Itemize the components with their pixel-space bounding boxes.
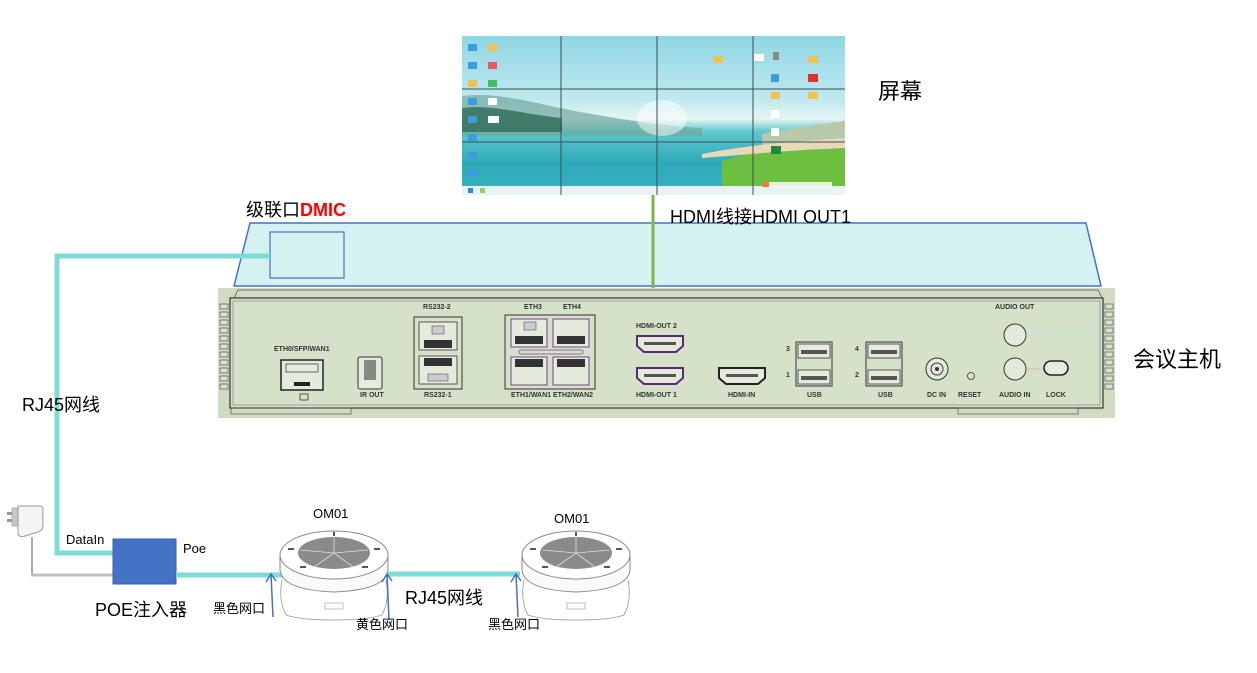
om01-mic-1 (279, 530, 389, 621)
cascade-dmic: DMIC (300, 200, 346, 220)
eth2-label: ETH2/WAN2 (553, 392, 594, 399)
eth3-label: ETH3 (524, 304, 542, 311)
rs232-1-label: RS232-1 (424, 392, 452, 399)
poe-injector-box (112, 538, 177, 585)
host-front-panel (219, 289, 1114, 415)
datain-label: DataIn (66, 532, 105, 547)
power-adapter-icon (7, 505, 44, 574)
rs232-ports (413, 316, 463, 390)
eth1-label: ETH1/WAN1 (511, 392, 552, 399)
reset-label: RESET (958, 392, 982, 399)
rs232-2-label: RS232-2 (423, 304, 451, 311)
arrow-yellow-port (381, 572, 393, 621)
eth0-sfp-port (280, 359, 324, 401)
usb4-label: 4 (855, 346, 859, 353)
rj45-left-label: RJ45网线 (22, 395, 101, 415)
om01-label-2: OM01 (554, 511, 590, 526)
hdmi-in-port (718, 367, 766, 385)
usb-ports-1-3 (795, 341, 833, 387)
black-port-label-2: 黑色网口 (488, 617, 541, 632)
audio-in-label: AUDIO IN (999, 392, 1031, 399)
eth4-label: ETH4 (563, 304, 581, 311)
poe-injector-label: POE注入器 (95, 600, 188, 620)
eth0-label: ETH0/SFP/WAN1 (274, 346, 330, 353)
hdmi-out1-port (636, 367, 684, 385)
poe-label: Poe (183, 541, 207, 556)
hdmi-out2-port (636, 335, 684, 353)
om01-mic-2 (521, 530, 631, 621)
rj45-cable-left (54, 253, 270, 556)
cascade-prefix: 级联口 (246, 200, 300, 220)
arrow-black-port-1 (265, 572, 277, 618)
om01-label-1: OM01 (313, 506, 349, 521)
hdmi-in-label: HDMI-IN (728, 392, 756, 399)
lock-slot (1043, 360, 1069, 376)
dc-in-port (925, 357, 949, 381)
dc-in-label: DC IN (927, 392, 947, 399)
desktop-wallpaper (462, 36, 845, 195)
video-wall-screen (462, 36, 845, 195)
usb-b-label: USB (878, 392, 893, 399)
black-port-label-1: 黑色网口 (213, 601, 266, 616)
usb3-label: 3 (786, 346, 790, 353)
conference-host: ETH0/SFP/WAN1 IR OUT RS232-2 RS232-1 ETH… (218, 288, 1115, 418)
usb-ports-2-4 (865, 341, 903, 387)
rj45-bottom-label: RJ45网线 (405, 588, 484, 608)
lock-label: LOCK (1046, 392, 1066, 399)
eth-ports-block (504, 314, 596, 390)
usb1-label: 1 (786, 372, 790, 379)
hdmi-cable-note: HDMI线接HDMI OUT1 (670, 207, 851, 227)
audio-out-label: AUDIO OUT (995, 304, 1035, 311)
hdmi-out2-label: HDMI-OUT 2 (636, 323, 677, 330)
arrow-black-port-2 (510, 572, 522, 618)
ir-out-label: IR OUT (360, 392, 384, 399)
cascade-port-label: 级联口DMIC (246, 196, 346, 222)
usb2-label: 2 (855, 372, 859, 379)
hdmi-out1-label: HDMI-OUT 1 (636, 392, 677, 399)
usb-a-label: USB (807, 392, 822, 399)
host-top-panel (233, 222, 1102, 287)
ir-out-port (357, 356, 383, 390)
screen-label: 屏幕 (878, 79, 923, 104)
reset-button (967, 372, 975, 380)
host-label: 会议主机 (1133, 347, 1222, 372)
yellow-port-label: 黄色网口 (356, 617, 409, 632)
